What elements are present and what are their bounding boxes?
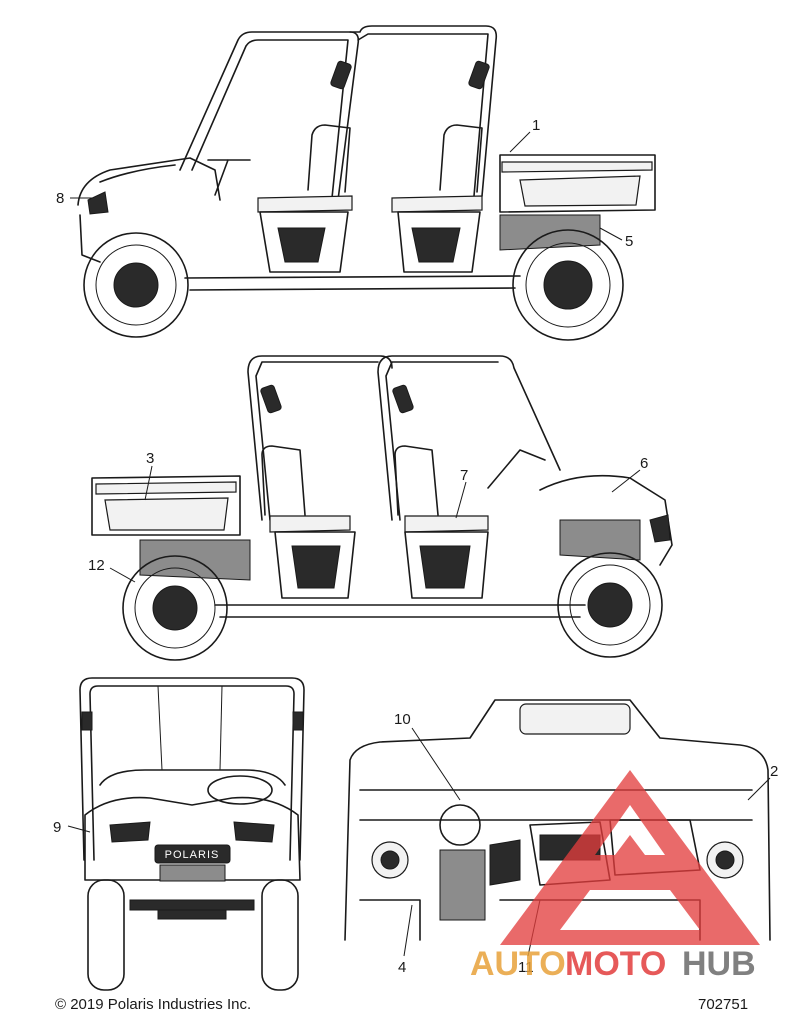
automotohub-watermark: AUTO MOTO HUB — [470, 770, 760, 983]
watermark-moto: MOTO — [565, 945, 666, 983]
left-side-view — [77, 25, 656, 341]
watermark-hub: HUB — [682, 945, 756, 983]
callout-4: 4 — [398, 959, 406, 976]
callout-8: 8 — [56, 190, 64, 207]
callout-11: 11 — [518, 959, 534, 976]
callout-2: 2 — [770, 763, 778, 780]
dash-interior-view — [344, 699, 771, 941]
right-side-view — [91, 355, 673, 661]
callout-6: 6 — [640, 455, 648, 472]
front-view: POLARIS — [79, 677, 305, 991]
callout-7: 7 — [460, 467, 468, 484]
grille-badge: POLARIS — [165, 849, 220, 861]
callout-9: 9 — [53, 819, 61, 836]
callout-5: 5 — [625, 233, 633, 250]
watermark-triangle-icon — [500, 770, 760, 945]
callout-12: 12 — [88, 557, 105, 574]
copyright-text: © 2019 Polaris Industries Inc. — [55, 996, 251, 1013]
callout-10: 10 — [394, 711, 411, 728]
callout-1: 1 — [532, 117, 540, 134]
callout-3: 3 — [146, 450, 154, 467]
watermark-auto: AUTO — [470, 945, 566, 983]
callout-labels: 1 2 3 4 5 6 7 8 9 10 11 12 — [53, 117, 778, 976]
diagram-number: 702751 — [698, 996, 748, 1013]
